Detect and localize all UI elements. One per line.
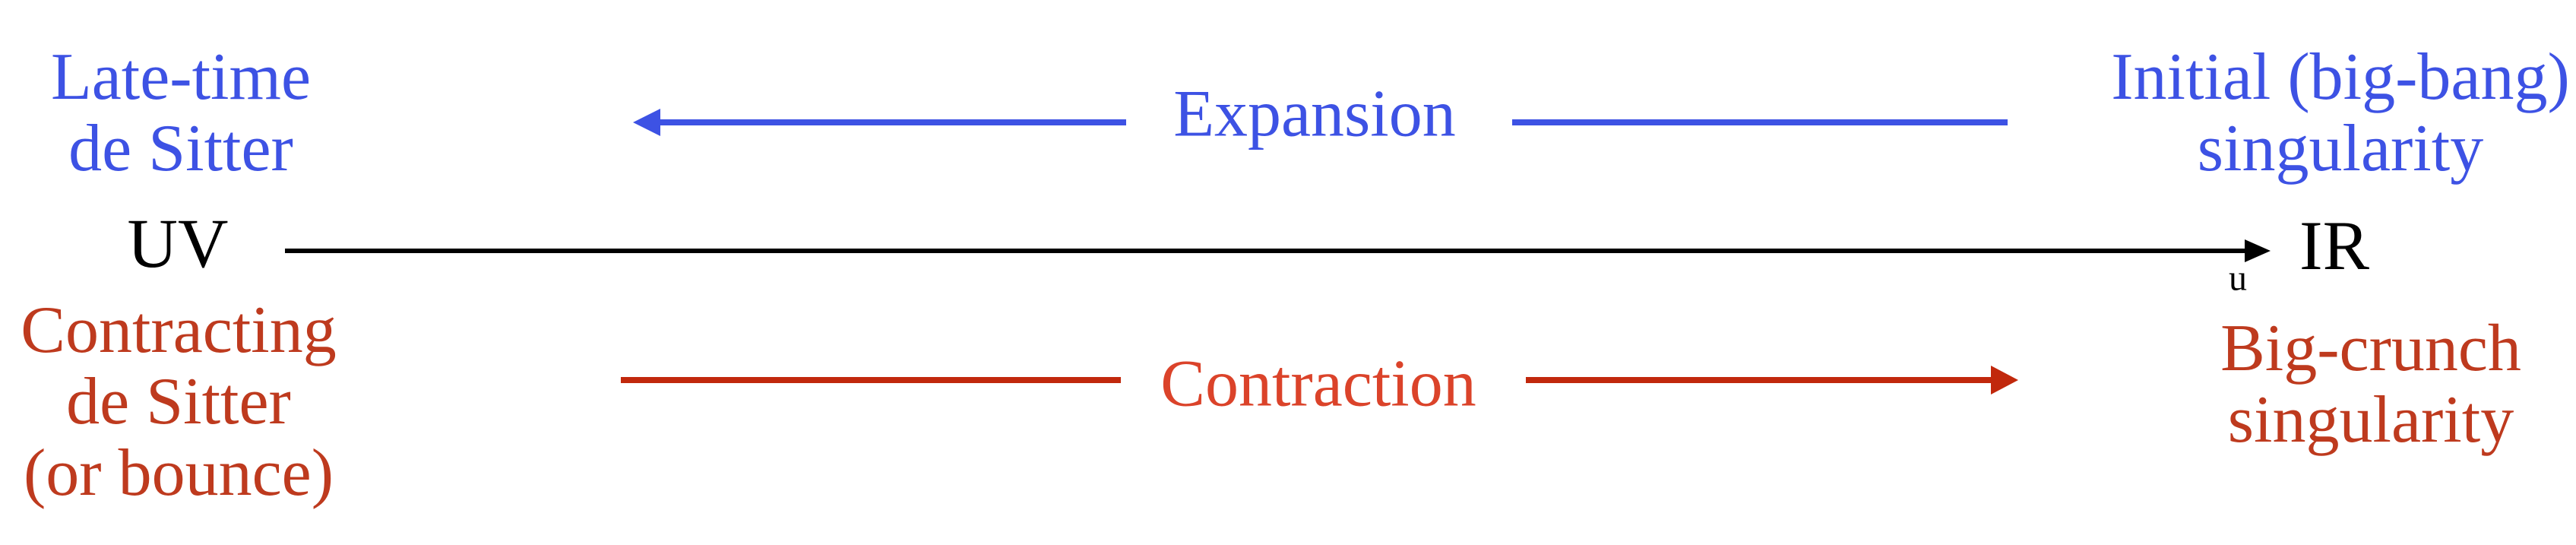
expansion-arrow-shaft-left (657, 119, 1126, 125)
ir-axis-label: IR (2299, 207, 2369, 284)
big-crunch-line1: Big-crunch (2220, 312, 2521, 385)
contraction-arrowhead-icon (1991, 366, 2018, 394)
late-time-line1: Late-time (50, 40, 312, 114)
contraction-arrow-shaft-right (1526, 377, 1992, 383)
initial-singularity-line2: singularity (2197, 112, 2484, 185)
axis-variable-label: u (2229, 258, 2247, 299)
expansion-arrowhead-icon (633, 109, 660, 136)
contraction-arrow-shaft-left (621, 377, 1121, 383)
contracting-line3: (or bounce) (23, 436, 334, 510)
axis-line (285, 249, 2252, 253)
contracting-de-sitter-label: Contracting de Sitter (or bounce) (21, 295, 336, 509)
expansion-arrow-shaft-right (1512, 119, 2008, 125)
big-crunch-singularity-label: Big-crunch singularity (2220, 313, 2521, 456)
contracting-line1: Contracting (21, 293, 337, 367)
contraction-label: Contraction (1160, 347, 1476, 421)
expansion-label: Expansion (1173, 77, 1456, 151)
initial-singularity-label: Initial (big-bang) singularity (2111, 42, 2570, 185)
contracting-line2: de Sitter (66, 365, 291, 439)
big-crunch-line2: singularity (2227, 383, 2514, 457)
uv-axis-label: UV (127, 204, 229, 282)
axis-arrowhead-icon (2245, 239, 2271, 262)
late-time-line2: de Sitter (68, 112, 293, 185)
initial-singularity-line1: Initial (big-bang) (2111, 40, 2570, 114)
late-time-de-sitter-label: Late-time de Sitter (51, 42, 311, 185)
